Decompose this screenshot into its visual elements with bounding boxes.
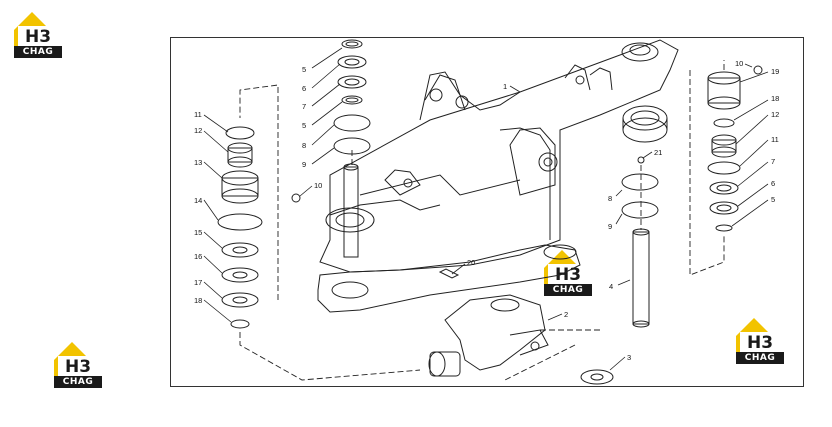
label-part-20: 20 (467, 258, 475, 267)
label-part-11: 11 (194, 110, 202, 119)
label-part-18: 18 (771, 94, 779, 103)
label-part-7: 7 (302, 102, 306, 111)
label-part-5: 5 (302, 121, 306, 130)
label-part-13: 13 (194, 158, 202, 167)
label-part-18: 18 (194, 296, 202, 305)
label-part-14: 14 (194, 196, 202, 205)
logo-text: CHAG (736, 352, 784, 364)
logo-mark: H3 (25, 27, 51, 47)
label-part-4: 4 (609, 282, 613, 291)
label-part-10: 10 (314, 181, 322, 190)
label-part-12: 12 (194, 126, 202, 135)
logo-text: CHAG (14, 46, 62, 58)
logo-mark: H3 (65, 357, 91, 377)
label-part-6: 6 (302, 84, 306, 93)
label-part-16: 16 (194, 252, 202, 261)
washer-3 (580, 369, 614, 385)
label-part-3: 3 (627, 353, 631, 362)
brand-logo: H3 CHAG (50, 338, 106, 390)
label-part-15: 15 (194, 228, 202, 237)
label-part-17: 17 (194, 278, 202, 287)
brand-logo: H3 CHAG (732, 314, 788, 366)
label-part-1: 1 (503, 82, 507, 91)
label-part-8: 8 (608, 194, 612, 203)
pin-left (343, 166, 359, 258)
logo-mark: H3 (555, 265, 581, 285)
diagram-frame (170, 37, 804, 387)
bracket-upper (424, 74, 466, 111)
bolt-20 (438, 268, 460, 279)
logo-mark: H3 (747, 333, 773, 353)
label-part-2: 2 (564, 310, 568, 319)
brand-logo: H3 CHAG (540, 246, 596, 298)
axle-frame (319, 39, 679, 273)
label-part-10: 10 (735, 59, 743, 68)
bracket-right (509, 127, 556, 196)
label-part-9: 9 (608, 222, 612, 231)
label-part-11: 11 (771, 135, 779, 144)
logo-text: CHAG (544, 284, 592, 296)
steering-knuckle (444, 294, 546, 371)
brand-logo: H3 CHAG (10, 8, 66, 60)
logo-text: CHAG (54, 376, 102, 388)
label-part-21: 21 (654, 148, 662, 157)
label-part-19: 19 (771, 67, 779, 76)
label-part-7: 7 (771, 157, 775, 166)
label-part-5: 5 (302, 65, 306, 74)
pin-right (632, 231, 650, 325)
label-part-6: 6 (771, 179, 775, 188)
label-part-5: 5 (771, 195, 775, 204)
label-part-12: 12 (771, 110, 779, 119)
label-part-8: 8 (302, 141, 306, 150)
label-part-9: 9 (302, 160, 306, 169)
